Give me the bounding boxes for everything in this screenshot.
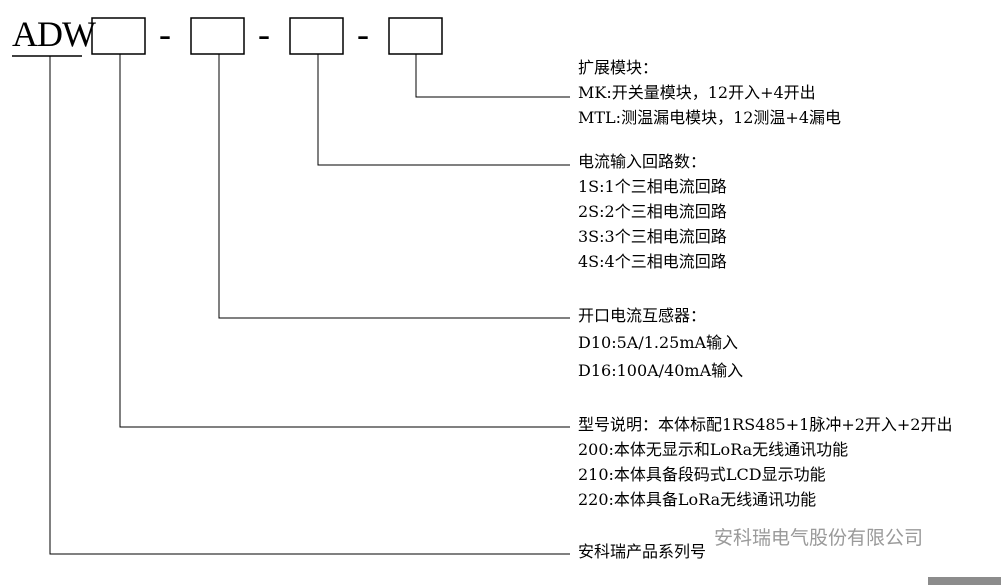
leader-loops [317,54,570,166]
expansion-title: 扩展模块： [578,58,659,77]
ct-option: D10:5A/1.25mA输入 [578,333,739,352]
model-desc-option: 200:本体无显示和LoRa无线通讯功能 [578,440,849,459]
leader-expansion [415,54,570,98]
model-desc-title: 型号说明：本体标配1RS485+1脉冲+2开入+2开出 [578,415,953,434]
ct-option: D16:100A/40mA输入 [578,361,744,380]
code-box-expansion [388,17,443,55]
loops-option: 4S:4个三相电流回路 [578,252,727,271]
loops-option: 1S:1个三相电流回路 [578,177,727,196]
ct-title: 开口电流互感器： [578,306,707,325]
model-desc-option: 220:本体具备LoRa无线通讯功能 [578,490,817,509]
separator-2: - [258,14,270,54]
model-prefix: ADW [12,14,96,54]
model-desc-option: 210:本体具备段码式LCD显示功能 [578,465,826,484]
leader-ct [218,54,570,319]
company-watermark: 安科瑞电气股份有限公司 [714,527,924,549]
loops-title: 电流输入回路数： [578,152,707,171]
expansion-option: MTL:测温漏电模块，12测温+4漏电 [578,108,842,127]
leader-series [49,56,570,555]
separator-3: - [357,14,369,54]
leader-model [119,54,570,428]
code-box-ct [190,17,245,55]
separator-1: - [159,14,171,54]
code-box-loops [289,17,344,55]
corner-block [928,577,1001,585]
loops-option: 3S:3个三相电流回路 [578,227,727,246]
expansion-option: MK:开关量模块，12开入+4开出 [578,83,816,102]
loops-option: 2S:2个三相电流回路 [578,202,727,221]
code-box-model [91,17,146,55]
series-title: 安科瑞产品系列号 [578,542,707,561]
